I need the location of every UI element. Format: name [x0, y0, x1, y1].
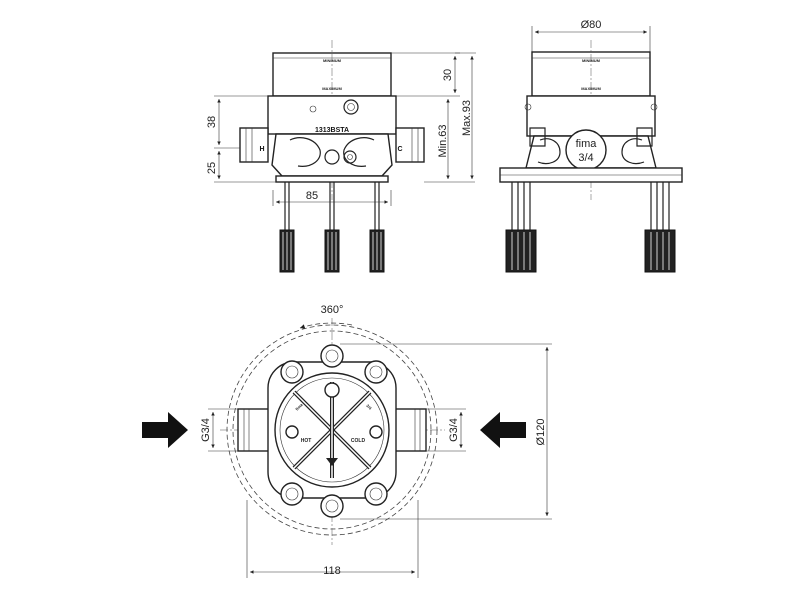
- top-thread-left: G3/4: [200, 418, 212, 442]
- front-dim-upper: 38: [206, 116, 218, 128]
- front-cap-marking-2: MAXIMUM: [322, 86, 342, 91]
- front-dim-width: 85: [306, 190, 318, 202]
- front-dim-min: Min.63: [437, 124, 449, 157]
- side-anchor-left: [505, 229, 537, 273]
- front-dim-max: Max.93: [461, 100, 473, 136]
- front-port-upper: [343, 99, 359, 115]
- front-anchor-right: [369, 229, 385, 273]
- front-inlet-left: [239, 127, 269, 163]
- front-inlet-right: [395, 127, 425, 163]
- top-mark-right: 3/4: [365, 403, 373, 411]
- front-valve-block: [271, 133, 393, 177]
- top-mark-left: fima: [294, 402, 304, 412]
- front-anchor-left: [279, 229, 295, 273]
- side-cap-marking-2: MAXIMUM: [581, 86, 601, 91]
- top-dim-width: 118: [323, 565, 341, 577]
- top-thread-right: G3/4: [448, 418, 460, 442]
- side-cap-marking: MINIMUM: [582, 58, 601, 63]
- side-badge-line2: 3/4: [578, 152, 593, 164]
- top-dim-diameter: Ø120: [535, 419, 547, 446]
- top-arrow-down-icon: [326, 458, 338, 466]
- front-cap-marking: MINIMUM: [323, 58, 342, 63]
- side-badge-line1: fima: [576, 138, 598, 150]
- side-anchor-right: [644, 229, 676, 273]
- inlet-arrow-right-icon: [480, 412, 526, 448]
- inlet-arrow-left-icon: [142, 412, 188, 448]
- top-view: 360°: [142, 304, 552, 578]
- front-base-plate: [275, 175, 389, 183]
- front-dim-top: 30: [442, 69, 454, 81]
- top-cold-label: COLD: [351, 438, 366, 444]
- top-cross-ribs: [292, 382, 372, 478]
- front-view: MINIMUM MAXIMUM 1313BSTA H C: [206, 40, 476, 273]
- side-dim-diameter: Ø80: [581, 19, 602, 31]
- top-bolts: [280, 344, 388, 518]
- top-rotation-label: 360°: [321, 304, 344, 316]
- front-label-hot: H: [259, 146, 264, 153]
- side-view: Ø80 MINIMUM MAXIMUM fima 3/4: [499, 19, 683, 273]
- rotation-arrow: [299, 322, 353, 329]
- front-dim-lower: 25: [206, 162, 218, 174]
- front-label-cold: C: [397, 146, 402, 153]
- front-anchor-middle: [324, 229, 340, 273]
- front-brand-text: 1313BSTA: [315, 127, 349, 134]
- side-badge: [565, 129, 607, 171]
- top-hot-label: HOT: [301, 438, 312, 444]
